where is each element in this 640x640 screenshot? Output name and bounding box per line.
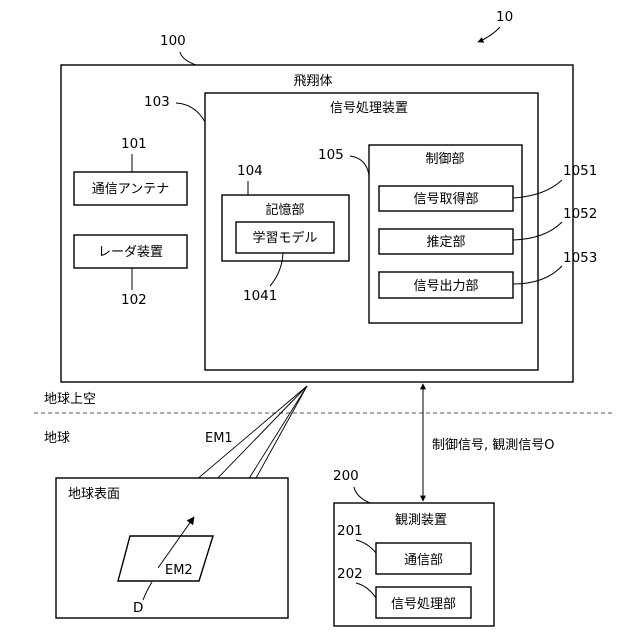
- controller-title: 制御部: [425, 152, 464, 167]
- estimation-ref-number: 1052: [563, 206, 597, 222]
- observation-device-ref-leader: [354, 487, 370, 503]
- earth-label: 地球: [44, 431, 70, 446]
- above-earth-label: 地球上空: [44, 392, 96, 407]
- signal-acquisition-label: 信号取得部: [413, 191, 478, 207]
- earth-surface-label: 地球表面: [68, 487, 120, 502]
- learning-model-ref-number: 1041: [243, 288, 277, 304]
- signal-processor-title: 信号処理装置: [330, 101, 408, 116]
- antenna-ref-number: 101: [121, 136, 147, 152]
- observation-device-title: 観測装置: [395, 513, 447, 528]
- ground-signal-processor-ref-number: 202: [337, 566, 363, 582]
- estimation-label: 推定部: [426, 235, 465, 250]
- controller-ref-number: 105: [318, 147, 344, 163]
- system-ref-number: 10: [496, 9, 513, 25]
- learning-model-label: 学習モデル: [252, 230, 317, 246]
- aircraft-ref-leader: [180, 52, 196, 65]
- communication-link-label: 制御信号, 観測信号O: [432, 438, 555, 453]
- system-ref-leader: [478, 27, 500, 42]
- observation-device-ref-number: 200: [333, 468, 359, 484]
- communication-unit-ref-number: 201: [337, 523, 363, 539]
- radar-ref-number: 102: [121, 292, 147, 308]
- signal-processor-ref-number: 103: [144, 94, 170, 110]
- em1-label: EM1: [205, 431, 233, 446]
- antenna-label: 通信アンテナ: [92, 182, 169, 197]
- d-label: D: [133, 600, 143, 616]
- storage-ref-number: 104: [237, 163, 263, 179]
- ground-signal-processor-label: 信号処理部: [391, 597, 456, 612]
- aircraft-title: 飛翔体: [293, 74, 332, 89]
- radar-label: レーダ装置: [98, 245, 163, 260]
- em2-label: EM2: [165, 563, 193, 578]
- aircraft-ref-number: 100: [160, 33, 186, 49]
- signal-output-label: 信号出力部: [413, 279, 478, 294]
- signal-output-ref-number: 1053: [563, 250, 597, 266]
- communication-unit-label: 通信部: [404, 553, 443, 568]
- storage-title: 記憶部: [265, 202, 304, 218]
- signal-acquisition-ref-number: 1051: [563, 163, 597, 179]
